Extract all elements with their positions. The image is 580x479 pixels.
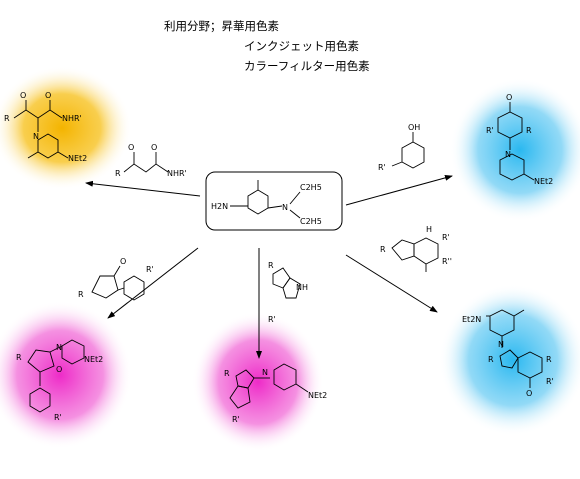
arrow-to-cyan-bottom (345, 254, 438, 313)
reagent-left-o2: O (151, 143, 157, 152)
arrow-to-cyan-top (345, 174, 453, 206)
yellow-glow (0, 66, 132, 190)
magenta-center-net2: NEt2 (308, 391, 327, 400)
cyan-top-net2: NEt2 (534, 177, 553, 186)
usage-line-1: 利用分野；昇華用色素 (164, 19, 279, 33)
reagent-left-nh: NHR' (167, 169, 187, 178)
magenta-left-net2: NEt2 (84, 355, 103, 364)
reagent-pyrazolone-rp: R' (146, 265, 154, 274)
center-molecule: H2N N C2H5 C2H5 (211, 180, 322, 226)
arrow-to-yellow (85, 180, 201, 197)
magenta-left-n: N (56, 343, 62, 352)
reagent-lower-right: H R R' R'' (380, 225, 452, 272)
reagent-pyrimidinone-rpp: R'' (442, 257, 452, 266)
reagent-pyrimidinone-h: H (426, 225, 432, 234)
reagent-phenol-oh: OH (408, 123, 420, 132)
reagent-triazole-nh: NH (296, 283, 308, 292)
reagent-triazole-rp: R' (268, 315, 276, 324)
magenta-left-r: R (16, 353, 22, 362)
reagent-triazole-r: R (268, 261, 274, 270)
reagent-pyrazolone-o: O (120, 257, 126, 266)
cyan-top-o: O (506, 93, 512, 102)
arrow-to-magenta-left (107, 247, 199, 319)
magenta-center-n: N (262, 368, 268, 377)
cyan-bottom-n: N (498, 340, 504, 349)
cyan-bottom-et2n: Et2N (462, 315, 481, 324)
magenta-center-rp: R' (232, 415, 240, 424)
magenta-left-rp: R' (54, 413, 62, 422)
product-yellow: O O R NHR' N NEt2 (4, 91, 87, 163)
usage-line-3: カラーフィルター用色素 (244, 59, 370, 73)
yellow-n: N (33, 132, 39, 141)
cyan-bottom-r-left: R (488, 355, 494, 364)
cyan-bottom-rp: R' (546, 377, 554, 386)
center-box (205, 171, 343, 231)
magenta-center-r: R (224, 369, 230, 378)
center-amine-label: H2N (211, 202, 228, 211)
cyan-top-r: R (526, 126, 532, 135)
reagent-left-o1: O (128, 143, 134, 152)
reagent-left: O O R NHR' (115, 143, 187, 178)
cyan-bottom-r: R (546, 355, 552, 364)
reagent-phenol-r: R' (378, 163, 386, 172)
magenta-left-o: O (56, 365, 62, 374)
product-magenta-left: R N O NEt2 R' (16, 339, 103, 422)
center-ethyl-top: C2H5 (300, 183, 322, 192)
reagent-lower-left: O R R' (78, 257, 154, 301)
reagent-pyrimidinone-r: R (380, 245, 386, 254)
reagent-pyrimidinone-rp: R' (442, 233, 450, 242)
magenta-glow-center (192, 312, 324, 452)
usage-line-2: インクジェット用色素 (244, 39, 359, 53)
yellow-r: R (4, 114, 10, 123)
cyan-top-rp: R' (486, 126, 494, 135)
product-cyan-top: O R' R N NEt2 (486, 93, 553, 186)
reagent-lower-middle: R NH R' (268, 261, 308, 324)
cyan-glow-top (450, 78, 580, 222)
cyan-glow-bottom (439, 284, 580, 436)
cyan-bottom-o: O (526, 389, 532, 398)
reagent-pyrazolone-r: R (78, 290, 84, 299)
reagent-left-r: R (115, 169, 121, 178)
yellow-o1: O (20, 91, 26, 100)
reagent-upper-right: OH R' (378, 123, 425, 172)
cyan-top-n: N (505, 150, 511, 159)
yellow-o2: O (45, 91, 51, 100)
yellow-nhr: NHR' (62, 114, 82, 123)
yellow-net2: NEt2 (68, 154, 87, 163)
product-magenta-center: R N NEt2 R' (224, 363, 327, 424)
product-cyan-bottom: Et2N N R R R' O (462, 309, 554, 398)
magenta-glow-left (0, 301, 132, 449)
center-ethyl-bottom: C2H5 (300, 217, 322, 226)
center-n-label: N (282, 203, 288, 212)
